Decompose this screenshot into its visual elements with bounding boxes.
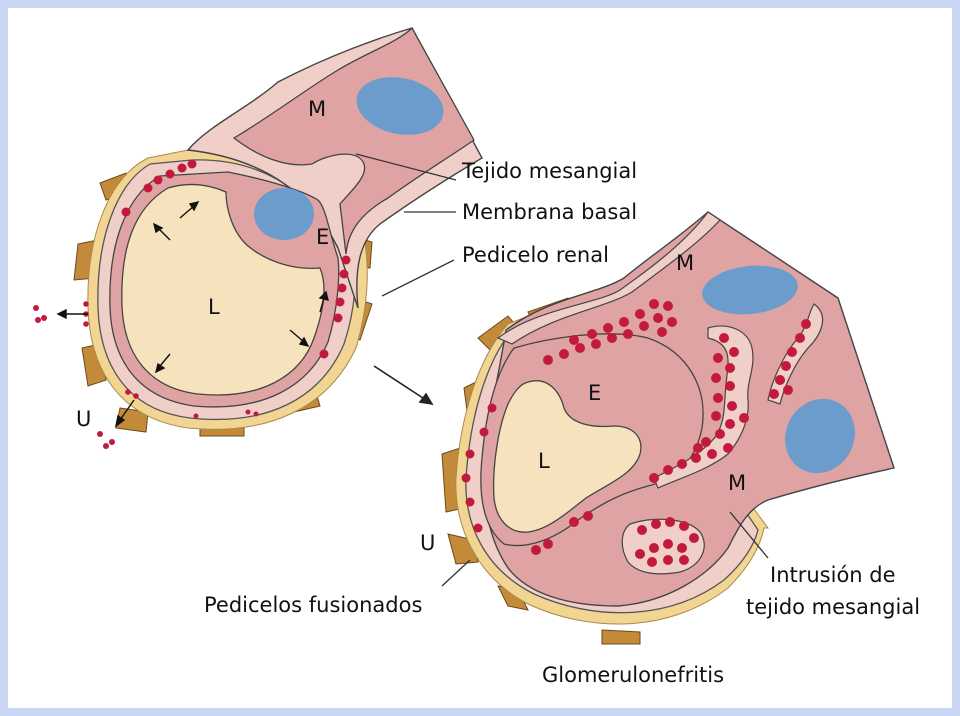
- mesangial-island: [621, 518, 705, 575]
- filtration-arrows: [56, 200, 329, 428]
- label-pedicelo-renal: Pedicelo renal: [462, 243, 609, 267]
- letter-M-right-top: M: [676, 251, 694, 275]
- label-membrana-basal: Membrana basal: [462, 200, 637, 224]
- caption-glomerulonefritis: Glomerulonefritis: [542, 663, 724, 687]
- letter-E-left: E: [316, 225, 329, 249]
- membrane-top-strip: [496, 211, 721, 345]
- letter-M-top: M: [308, 97, 326, 121]
- leader-lines: [355, 153, 769, 587]
- label-tejido-mesangial: Tejido mesangial: [461, 159, 637, 183]
- letter-U-right: U: [420, 531, 435, 555]
- label-pedicelos-fusionados: Pedicelos fusionados: [204, 593, 422, 617]
- label-intrusion-line2: tejido mesangial: [746, 595, 920, 619]
- letter-L-right: L: [538, 449, 550, 473]
- letter-E-right: E: [588, 381, 601, 405]
- red-blood-cells-left: [33, 159, 351, 449]
- letter-L-left: L: [208, 295, 220, 319]
- letter-U-left: U: [76, 407, 91, 431]
- capillary-lumen-left: [121, 183, 325, 396]
- mesangial-nucleus-top: [356, 77, 444, 135]
- letter-M-right: M: [728, 471, 746, 495]
- label-intrusion-line1: Intrusión de: [770, 563, 896, 587]
- figure-frame: L E M U: [8, 8, 952, 708]
- mesangial-nucleus-right-top: [702, 265, 798, 315]
- diseased-capillary: M E L M U: [420, 211, 895, 645]
- transition-arrow: [373, 365, 434, 406]
- normal-capillary: L E M U: [33, 26, 483, 449]
- glomerulonephritis-diagram: L E M U: [33, 26, 920, 687]
- red-blood-cells-right: [461, 299, 811, 567]
- endothelial-nucleus-left: [254, 188, 314, 240]
- mesangial-nucleus-right: [785, 398, 855, 474]
- capillary-lumen-right: [492, 380, 642, 533]
